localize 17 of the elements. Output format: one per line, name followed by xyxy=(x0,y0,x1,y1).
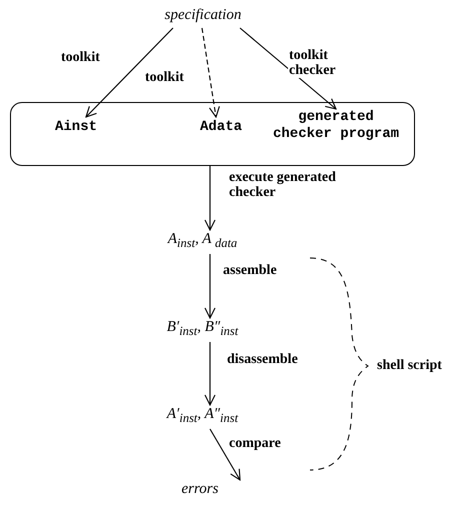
arrow xyxy=(85,28,174,118)
arrow xyxy=(204,342,216,406)
arrow xyxy=(210,428,241,481)
arrow xyxy=(201,28,220,118)
container-box xyxy=(10,102,415,166)
file-pair-label: A$_{inst}$, A $_{data}$ xyxy=(168,231,238,251)
arrow xyxy=(204,166,216,231)
program-label: generated checker program xyxy=(272,109,400,143)
file-pair-label: A′$_{inst}$, A″$_{inst}$ xyxy=(166,406,238,426)
bracket-label: shell script xyxy=(376,358,443,373)
output-label: errors xyxy=(182,481,218,498)
file-label: Adata xyxy=(200,119,242,136)
arrow xyxy=(240,28,337,110)
arrow xyxy=(204,254,216,319)
file-label: Ainst xyxy=(54,119,97,136)
input-label: specification xyxy=(164,7,242,24)
file-pair-label: B′$_{inst}$, B″$_{inst}$ xyxy=(166,319,238,339)
